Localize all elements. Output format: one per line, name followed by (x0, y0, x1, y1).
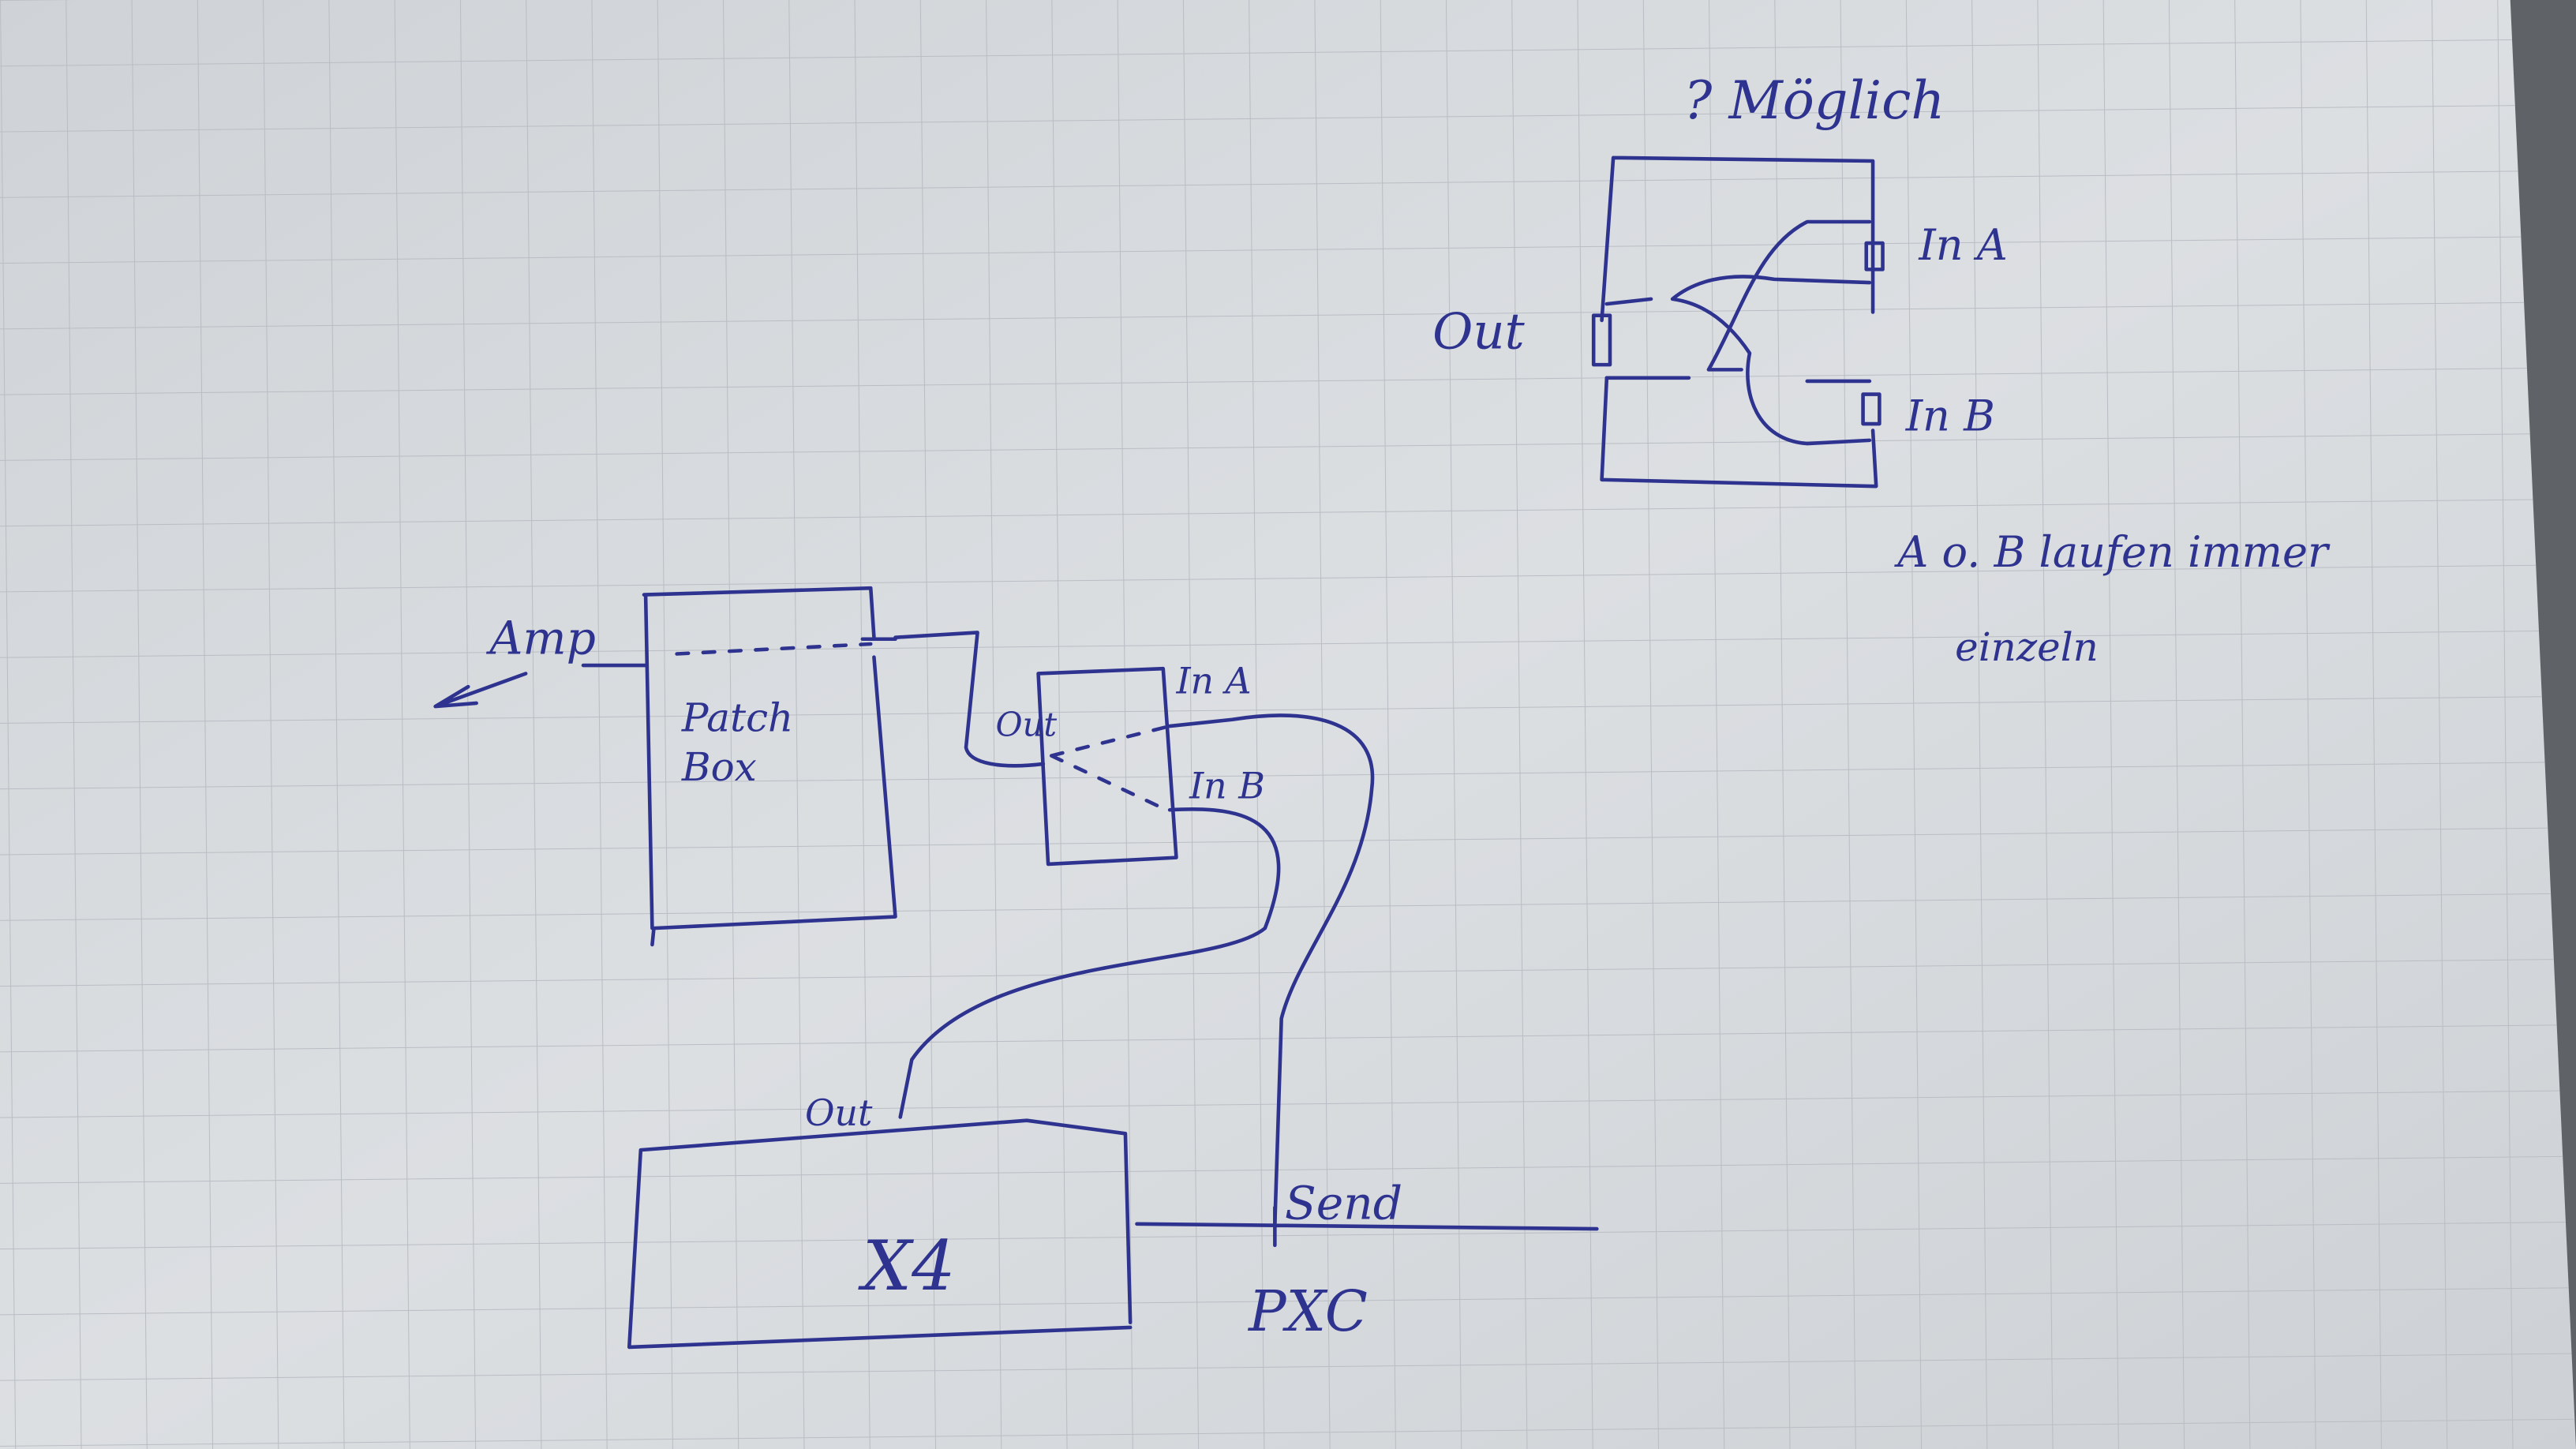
pxc-label: PXC (1247, 1279, 1368, 1344)
switch-out-label: Out (995, 706, 1057, 744)
patch-box-label-1: Patch (681, 695, 793, 740)
x4-label: X4 (858, 1226, 956, 1306)
patch-box-label-2: Box (681, 744, 757, 790)
possible-note: ? Möglich (1684, 69, 1945, 131)
comment-line-2: einzeln (1955, 624, 2099, 670)
patch-box (642, 586, 897, 947)
cable-in-b (898, 807, 1281, 1119)
x4-box (627, 1118, 1133, 1350)
cable-in-a (1167, 713, 1375, 1226)
comment-line-1: A o. B laufen immer (1893, 527, 2331, 577)
signal-chain-diagram: Amp Patch Box Out In A In B Out X4 Send … (433, 586, 1599, 1350)
switch-in-b-label: In B (1189, 765, 1265, 807)
send-label: Send (1285, 1177, 1402, 1230)
alternative-switch-diagram: ? Möglich Out In A In B A o. B laufen im… (1432, 69, 2331, 670)
switch-in-a-label: In A (1175, 659, 1251, 702)
top-out-label: Out (1432, 302, 1525, 360)
in-a-jack-icon (1864, 241, 1885, 271)
amp-label: Amp (485, 611, 596, 665)
in-b-jack-icon (1861, 392, 1881, 426)
ab-switch-box (1036, 666, 1178, 867)
amp-arrow-icon (433, 663, 648, 709)
top-in-b-label: In B (1905, 391, 1995, 440)
top-in-a-label: In A (1918, 220, 2008, 270)
out-jack-icon (1591, 313, 1612, 367)
pxc-line (1135, 1205, 1599, 1248)
x4-out-label: Out (805, 1091, 873, 1134)
